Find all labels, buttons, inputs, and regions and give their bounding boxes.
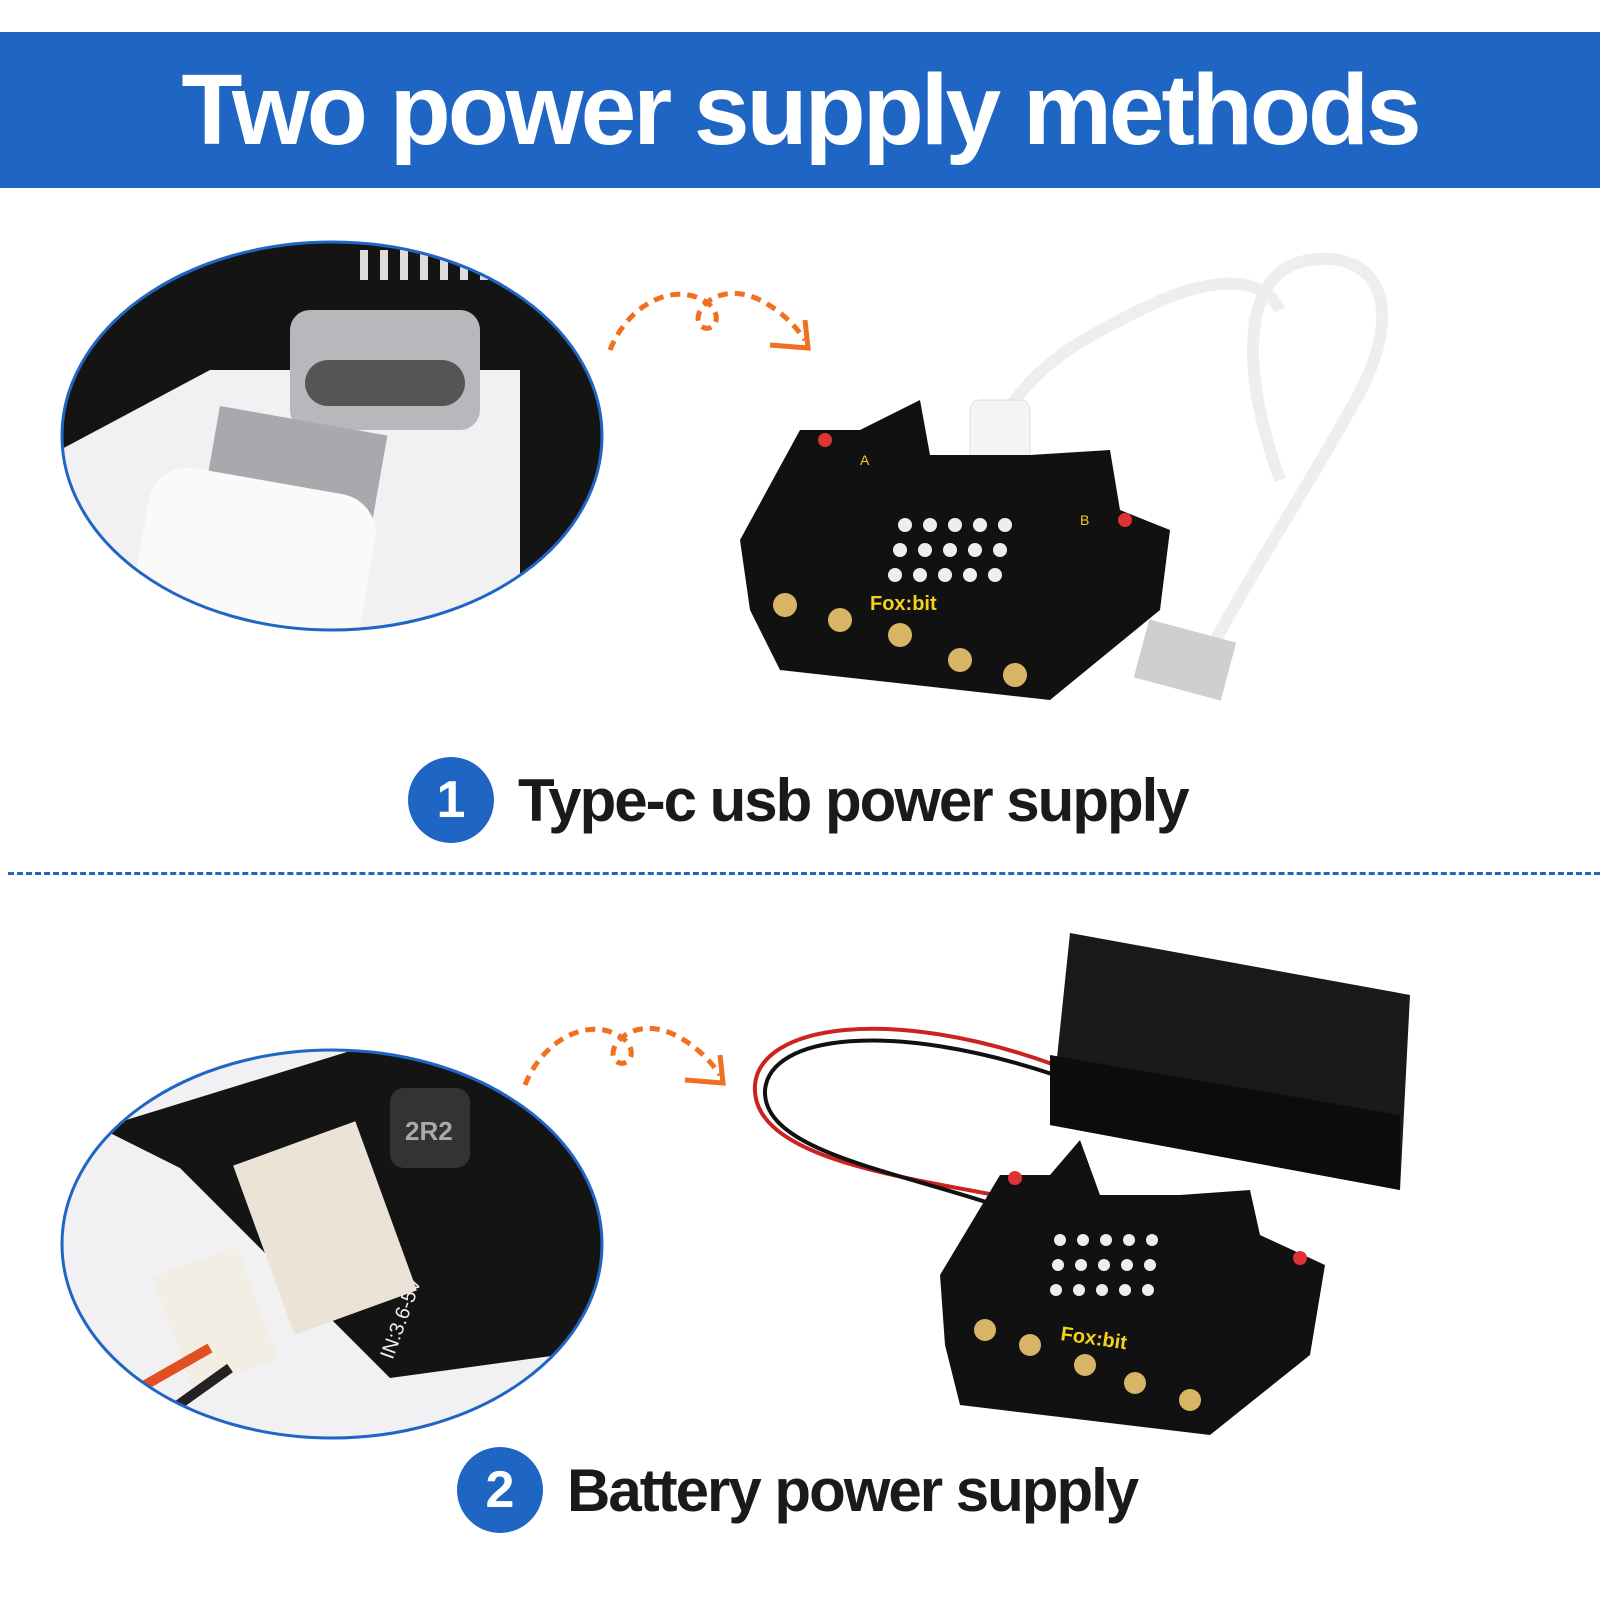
method-title: Battery power supply <box>567 1456 1139 1524</box>
curved-arrow-icon <box>522 1025 726 1086</box>
method-number-badge: 1 <box>408 757 494 843</box>
section-divider <box>8 872 1600 875</box>
method-title: Type-c usb power supply <box>518 766 1190 834</box>
foxbit-board-battery-image: Fox:bit <box>752 933 1410 1435</box>
method-1-label: 1 Type-c usb power supply <box>408 757 1190 843</box>
method-number-badge: 2 <box>457 1447 543 1533</box>
button-b-label: B <box>1080 512 1089 528</box>
battery-connector-closeup-image: 2R2 IN:3.6-5V <box>60 1048 604 1440</box>
header-banner: Two power supply methods <box>0 32 1600 188</box>
method-2-label: 2 Battery power supply <box>457 1447 1139 1533</box>
curved-arrow-icon <box>607 290 811 351</box>
board-name: Fox:bit <box>870 593 937 615</box>
inductor-label: 2R2 <box>405 1116 453 1146</box>
foxbit-board-usb-image: Fox:bit A B <box>740 252 1389 701</box>
usb-c-closeup-image <box>60 240 604 632</box>
button-a-label: A <box>860 452 870 468</box>
page-title: Two power supply methods <box>181 53 1421 166</box>
